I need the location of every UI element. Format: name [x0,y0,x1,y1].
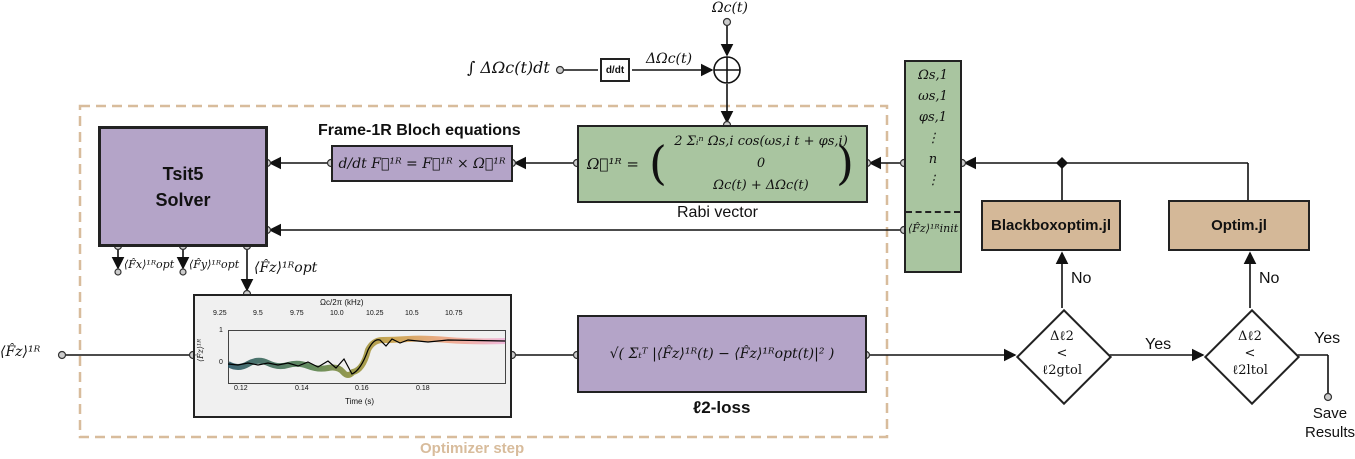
rabi-label: Rabi vector [677,204,758,221]
dec-bottom: ℓ2gtol [1041,363,1083,378]
yes-label-local: Yes [1314,330,1341,347]
top-tick: 10.0 [330,310,344,317]
blackboxoptim-label: Blackboxoptim.jl [990,217,1112,234]
top-tick: 9.5 [253,310,263,317]
dec-top: Δℓ2 [1050,329,1074,344]
fit-plot-panel: Ωc/2π (kHz) 9.25 9.5 9.75 10.0 10.25 10.… [193,294,512,418]
integral-label: ∫ ΔΩc(t)dt [467,58,550,77]
no-label-local: No [1259,270,1280,287]
x-tick: 0.18 [416,385,430,392]
optim-label: Optim.jl [1211,217,1267,234]
rabi-matrix: 2 Σᵢⁿ Ωs,i cos(ωs,i t + φs,i) 0 Ωc(t) + … [671,131,851,197]
param-n: n [928,152,938,167]
rabi-lhs: Ω⃗¹ᴿ = [587,155,639,173]
save-line1: Save [1312,405,1348,422]
output-fy: ⟨F̂y⟩¹ᴿopt [189,258,240,271]
l2-loss-label: ℓ2-loss [693,398,751,417]
plot-x-label: Time (s) [345,397,375,406]
rabi-row-3: Ωc(t) + ΔΩc(t) [713,178,809,193]
parameter-vector-block: Ωs,1 ωs,1 φs,1 ⋮ n ⋮ ⟨F̂z⟩¹ᴿinit [904,60,962,273]
top-tick: 9.75 [290,310,304,317]
top-tick: 9.25 [213,310,227,317]
x-tick: 0.12 [234,385,248,392]
top-tick: 10.25 [366,310,384,317]
top-tick: 10.5 [405,310,419,317]
parameter-list: Ωs,1 ωs,1 φs,1 ⋮ n ⋮ [918,65,948,191]
tsit5-solver-block: Tsit5 Solver [98,126,268,247]
rabi-brackets: () [649,136,854,190]
bloch-equation-block: d/dt F⃗¹ᴿ = F⃗¹ᴿ × Ω⃗¹ᴿ [331,145,513,182]
param-omega-s1: Ωs,1 [918,68,948,83]
yes-label-global: Yes [1145,336,1172,353]
top-tick: 10.75 [445,310,463,317]
omega-c-label: Ωc(t) [712,0,748,16]
rabi-vector-block: Ω⃗¹ᴿ = () 2 Σᵢⁿ Ωs,i cos(ωs,i t + φs,i) … [577,125,868,203]
x-tick: 0.16 [355,385,369,392]
no-label-global: No [1071,270,1092,287]
param-phase-s1: φs,1 [918,110,948,125]
solver-line1: Tsit5 [162,163,204,184]
dec-mid: < [1056,346,1068,361]
optim-block: Optim.jl [1168,200,1310,251]
save-line2: Results [1304,424,1355,441]
y-tick: 1 [219,327,223,334]
delta-omega-label: ΔΩc(t) [646,51,693,67]
input-fz: ⟨F̂z⟩¹ᴿ [0,344,41,360]
output-fx: ⟨F̂x⟩¹ᴿopt [124,258,175,271]
dec-mid: < [1244,346,1256,361]
param-ellipsis-2: ⋮ [926,173,940,188]
local-tolerance-text: Δℓ2 < ℓ2ltol [1210,328,1290,379]
plot-area [228,330,506,384]
plot-y-label: ⟨F̂z⟩¹ᴿ [196,338,206,363]
solver-line2: Solver [155,189,211,210]
dec-bottom: ℓ2ltol [1232,363,1268,378]
param-ellipsis: ⋮ [926,131,940,146]
optimizer-step-label: Optimizer step [420,440,525,457]
y-tick: 0 [219,359,223,366]
global-tolerance-text: Δℓ2 < ℓ2gtol [1022,328,1102,379]
plot-top-axis-label: Ωc/2π (kHz) [320,298,364,307]
param-freq-s1: ωs,1 [918,89,948,104]
l2-loss-block: √( Σₜᵀ |⟨F̂z⟩¹ᴿ(t) − ⟨F̂z⟩¹ᴿopt(t)|² ) [577,315,867,393]
init-state: ⟨F̂z⟩¹ᴿinit [908,222,959,235]
rabi-row-2: 0 [756,156,766,171]
fit-curve-series [228,338,506,375]
output-fz: ⟨F̂z⟩¹ᴿopt [254,260,318,276]
param-divider [906,211,960,213]
rabi-row-1: 2 Σᵢⁿ Ωs,i cos(ωs,i t + φs,i) [674,134,848,149]
optimizer-step-frame [78,104,889,439]
derivative-block: d/dt [600,58,630,82]
bloch-title: Frame-1R Bloch equations [318,122,521,139]
dec-top: Δℓ2 [1238,329,1262,344]
x-tick: 0.14 [295,385,309,392]
blackboxoptim-block: Blackboxoptim.jl [981,200,1121,251]
